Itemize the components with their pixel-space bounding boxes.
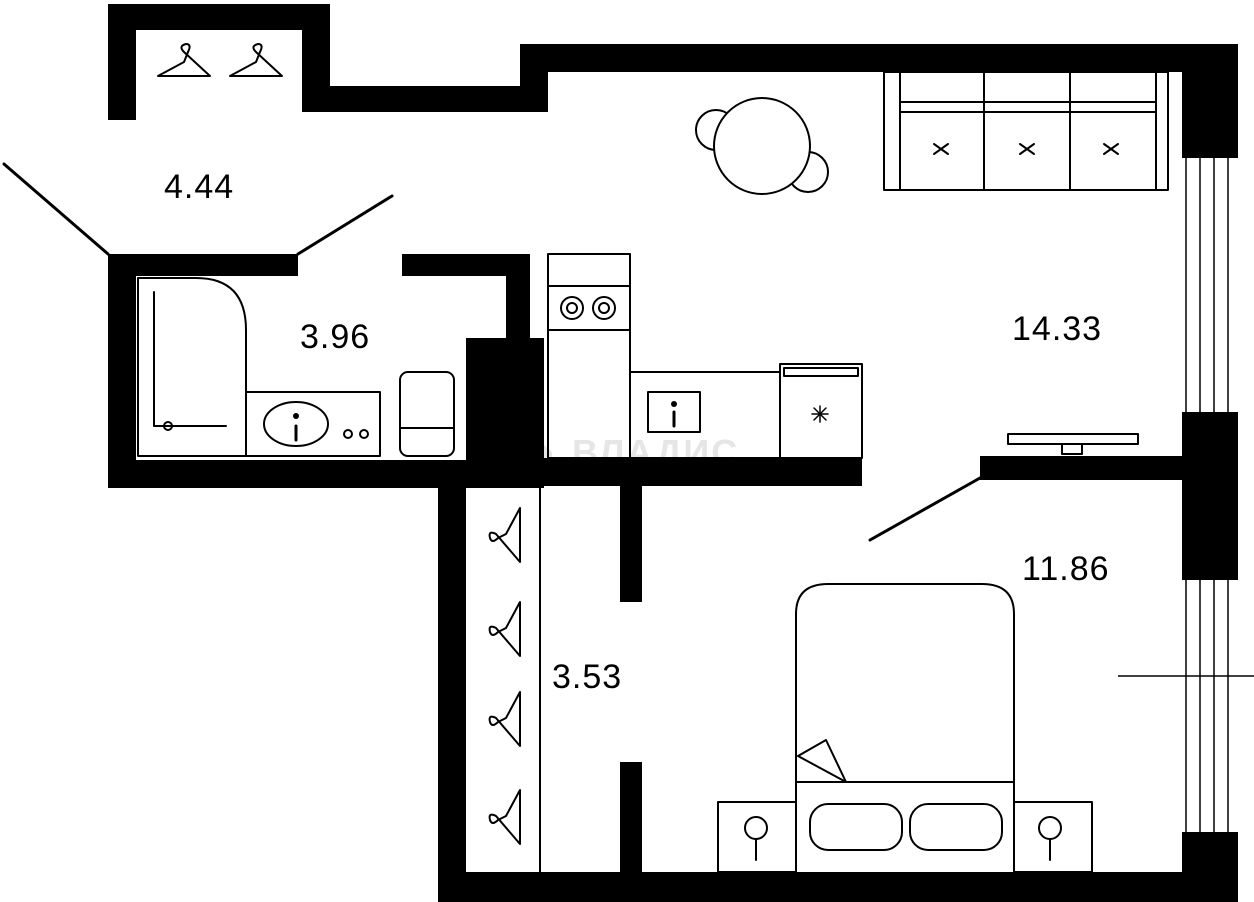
doors	[2, 162, 982, 542]
hanger-icon	[488, 601, 521, 657]
hanger-icon	[488, 507, 521, 563]
washing-machine-icon	[779, 363, 863, 459]
kitchen-sink-icon	[647, 391, 701, 433]
dining-table-icon	[695, 97, 829, 195]
hanger-icon	[488, 691, 521, 747]
walls	[108, 4, 1238, 902]
tv-icon	[1007, 433, 1139, 455]
sink-icon	[245, 391, 381, 457]
storage-hangers	[157, 43, 283, 77]
bedroom-furniture	[717, 583, 1093, 873]
bathroom-fixtures	[137, 277, 455, 457]
kitchen	[547, 253, 863, 459]
stove-burner-icon	[592, 296, 616, 320]
stove-burner-icon	[560, 296, 584, 320]
bed-icon	[795, 583, 1015, 873]
hanger-icon	[229, 43, 283, 77]
hanger-icon	[157, 43, 211, 77]
living-furniture	[695, 71, 1169, 455]
room-area-storage: 4.44	[164, 168, 234, 206]
sofa-icon	[883, 71, 1169, 191]
room-area-wardrobe: 3.53	[552, 658, 622, 696]
nightstand-icon	[717, 801, 797, 873]
room-area-living: 14.33	[1012, 310, 1102, 348]
room-area-bedroom: 11.86	[1022, 550, 1110, 588]
toilet-icon	[399, 371, 455, 457]
room-area-bathroom: 3.96	[300, 318, 370, 356]
fridge-icon	[547, 253, 631, 287]
wardrobe	[488, 487, 541, 873]
windows	[1118, 158, 1254, 832]
bathtub-icon	[137, 277, 247, 457]
nightstand-icon	[1013, 801, 1093, 873]
hanger-icon	[488, 789, 521, 845]
